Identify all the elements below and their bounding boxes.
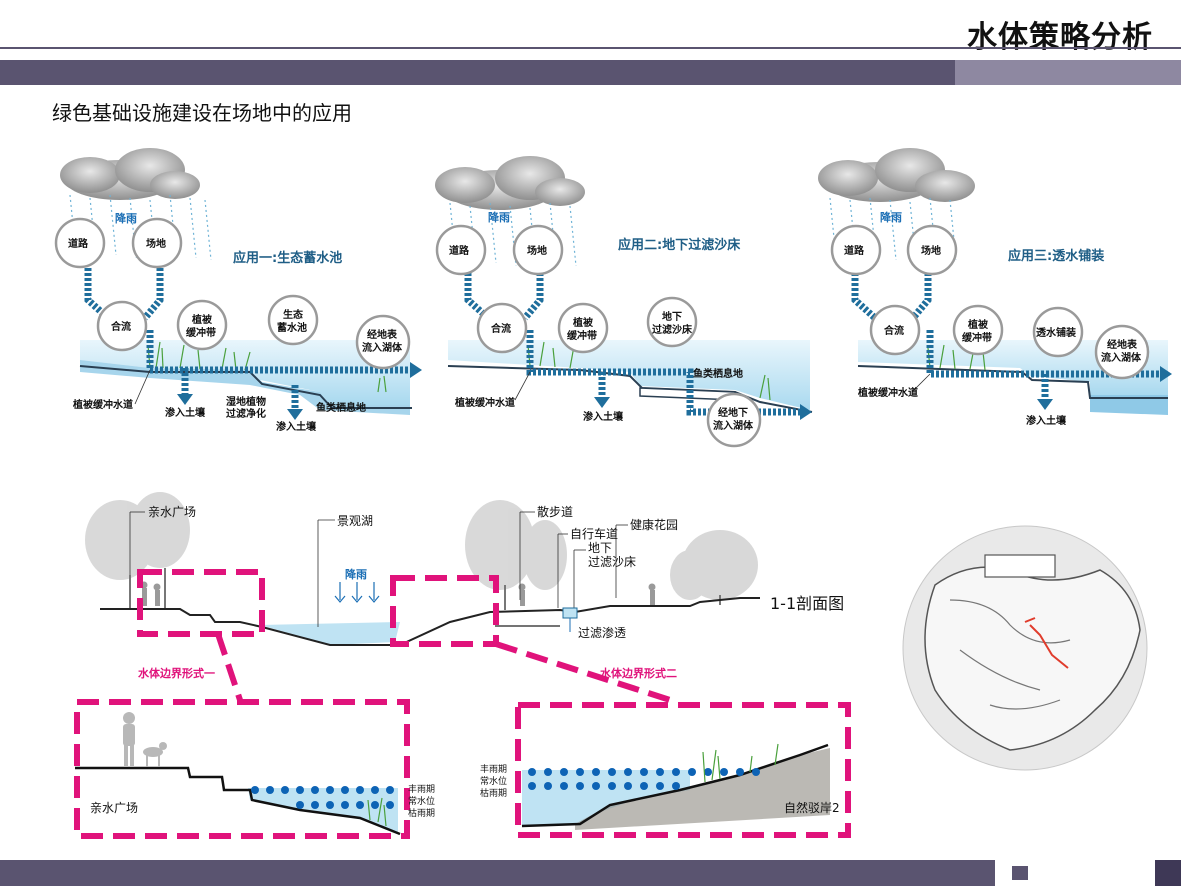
app-diagram-2: 降雨 道路 场地 合流 植被 缓冲带 地下 过滤沙床 经地下 流入湖体 应用二:… bbox=[435, 156, 813, 448]
garden-label: 健康花园 bbox=[630, 517, 678, 532]
detail1-label: 亲水广场 bbox=[90, 801, 138, 815]
person-icon bbox=[123, 712, 167, 767]
veg-strip-label-2: 缓冲带 bbox=[185, 326, 216, 339]
section-rain-label: 降雨 bbox=[345, 567, 367, 581]
app-title: 应用二:地下过滤沙床 bbox=[618, 237, 741, 253]
road-label: 道路 bbox=[449, 244, 470, 257]
habitat-label: 鱼类栖息地 bbox=[316, 401, 366, 414]
zoom-frames bbox=[74, 569, 851, 839]
bike-lane-label: 自行车道 bbox=[570, 526, 618, 541]
habitat-label: 鱼类栖息地 bbox=[693, 367, 743, 380]
buffer-channel-label: 植被缓冲水道 bbox=[454, 396, 515, 409]
veg-strip-label-1: 植被 bbox=[191, 313, 213, 326]
walkway-label: 散步道 bbox=[537, 504, 573, 519]
runoff-label-2: 流入湖体 bbox=[362, 341, 403, 354]
cloud-icon bbox=[60, 148, 200, 200]
detail2-label: 自然驳岸2 bbox=[784, 800, 840, 815]
tree-silhouettes bbox=[85, 492, 758, 600]
page-title: 水体策略分析 bbox=[967, 20, 1153, 55]
runoff-label-1: 经地表 bbox=[1107, 338, 1138, 351]
mid-label-2: 蓄水池 bbox=[277, 321, 307, 334]
runoff-label-1: 经地表 bbox=[367, 328, 398, 341]
site-label: 场地 bbox=[146, 237, 166, 250]
footer-square bbox=[1012, 866, 1028, 880]
app-title: 应用一:生态蓄水池 bbox=[233, 250, 342, 266]
filter-label-2: 过滤净化 bbox=[226, 407, 266, 420]
buffer-channel-label: 植被缓冲水道 bbox=[857, 386, 918, 399]
detail-boundary-2: 自然驳岸2 丰雨期 常水位 枯雨期 bbox=[480, 743, 840, 830]
footer-band bbox=[0, 860, 995, 886]
merge-label: 合流 bbox=[110, 320, 131, 333]
detail-boundary-1: 亲水广场 丰雨期 常水位 枯雨期 bbox=[75, 712, 435, 836]
level-high: 丰雨期 bbox=[408, 783, 435, 795]
plaza-label: 亲水广场 bbox=[148, 505, 196, 519]
runoff-label-2: 流入湖体 bbox=[713, 419, 754, 432]
filter-label-1: 湿地植物 bbox=[226, 395, 266, 408]
site-label: 场地 bbox=[527, 244, 547, 257]
infiltrate-label: 渗入土壤 bbox=[165, 406, 206, 419]
veg-strip-label-2: 缓冲带 bbox=[566, 329, 597, 342]
lake-label: 景观湖 bbox=[337, 513, 373, 528]
infiltrate-label: 渗入土壤 bbox=[1026, 414, 1067, 427]
merge-label: 合流 bbox=[490, 322, 511, 335]
footer-block bbox=[1155, 860, 1181, 886]
rain-label: 降雨 bbox=[880, 210, 902, 224]
level-normal: 常水位 bbox=[480, 775, 507, 787]
underground-label-1: 地下 bbox=[588, 541, 612, 555]
veg-strip-label-1: 植被 bbox=[967, 318, 989, 331]
buffer-channel-label: 植被缓冲水道 bbox=[72, 398, 133, 411]
merge-label: 合流 bbox=[883, 324, 904, 337]
mid-label-2: 过滤沙床 bbox=[652, 323, 693, 336]
level-high: 丰雨期 bbox=[480, 763, 507, 775]
level-low: 枯雨期 bbox=[480, 787, 507, 799]
subtitle: 绿色基础设施建设在场地中的应用 bbox=[52, 101, 352, 125]
section-name: 1-1剖面图 bbox=[770, 594, 844, 613]
cloud-icon bbox=[435, 156, 585, 210]
cloud-icon bbox=[818, 148, 975, 202]
rain-label: 降雨 bbox=[488, 210, 510, 224]
site-label: 场地 bbox=[921, 244, 941, 257]
title-rule bbox=[0, 47, 1181, 49]
veg-strip-label-1: 植被 bbox=[572, 316, 594, 329]
header-band bbox=[0, 60, 955, 85]
runoff-label-2: 流入湖体 bbox=[1101, 351, 1142, 364]
app-diagram-1: 降雨 道路 场地 合流 植被 缓 bbox=[54, 148, 422, 433]
level-normal: 常水位 bbox=[408, 795, 435, 807]
app-diagram-3: 降雨 道路 场地 合流 植被 缓冲带 透水铺装 经地表 流入湖体 应用三:透水铺… bbox=[818, 148, 1172, 427]
level-low: 枯雨期 bbox=[408, 807, 435, 819]
section-diagram: 降雨 亲水广场 景观湖 散步道 自行车道 地下 过滤沙床 健康花园 1-1剖面图… bbox=[74, 492, 851, 839]
header-band-accent bbox=[955, 60, 1181, 85]
app-title: 应用三:透水铺装 bbox=[1008, 248, 1104, 264]
mid-label: 透水铺装 bbox=[1036, 326, 1076, 339]
boundary-label-2: 水体边界形式二 bbox=[600, 666, 677, 680]
infiltrate-label-2: 渗入土壤 bbox=[276, 420, 317, 433]
road-label: 道路 bbox=[68, 237, 89, 250]
mid-label-1: 生态 bbox=[283, 308, 303, 321]
veg-strip-label-2: 缓冲带 bbox=[961, 331, 992, 344]
road-label: 道路 bbox=[844, 244, 865, 257]
boundary-label-1: 水体边界形式一 bbox=[138, 666, 215, 680]
mid-label-1: 地下 bbox=[662, 310, 682, 323]
infiltrate-label: 渗入土壤 bbox=[583, 410, 624, 423]
underground-label-2: 过滤沙床 bbox=[588, 555, 636, 569]
runoff-label-1: 经地下 bbox=[718, 406, 748, 419]
filter-seep-label: 过滤渗透 bbox=[578, 625, 626, 640]
site-map bbox=[902, 525, 1148, 771]
rain-label: 降雨 bbox=[115, 211, 137, 225]
